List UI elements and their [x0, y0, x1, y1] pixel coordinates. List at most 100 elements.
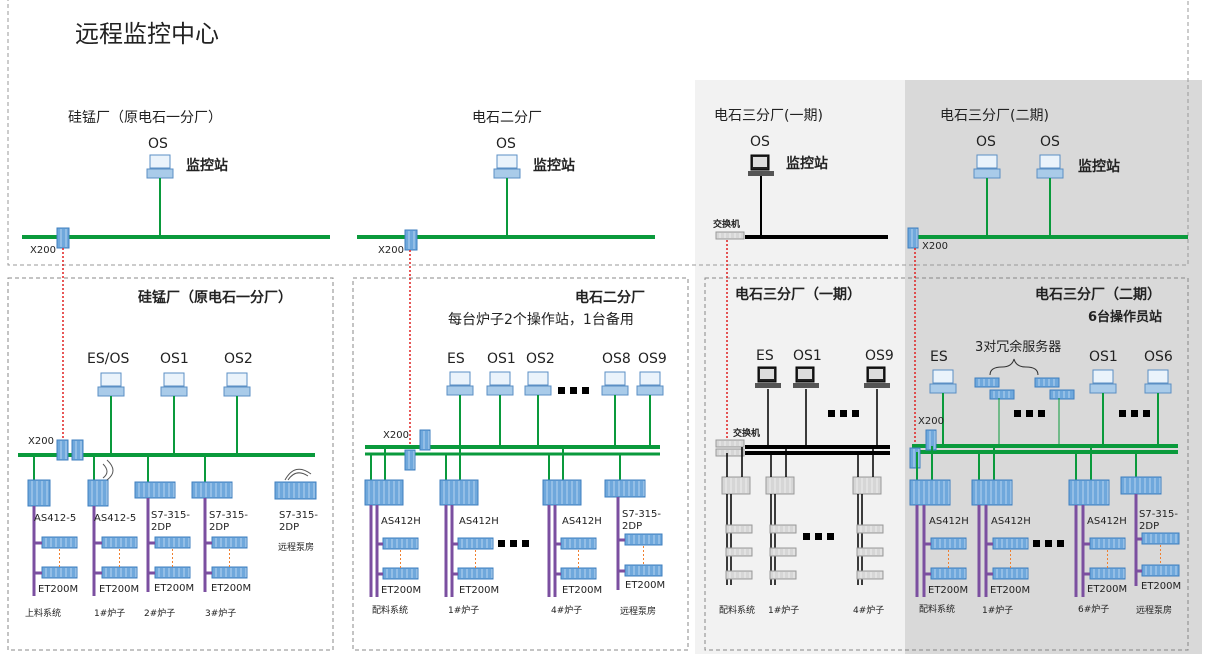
remote-label: 远程泵房	[278, 541, 314, 553]
et200m-module	[154, 536, 191, 549]
station-label: OS9	[865, 348, 894, 364]
io-module-gray	[725, 570, 753, 580]
area-label: 远程泵房	[620, 605, 656, 617]
server	[1034, 377, 1060, 388]
ellipsis-dot	[1131, 410, 1138, 417]
io-label: ET200M	[562, 585, 602, 596]
io-label: ET200M	[928, 585, 968, 596]
remote-controller	[274, 481, 317, 500]
keyboard	[748, 171, 774, 176]
ellipsis-dot	[828, 410, 835, 417]
workstation-base	[973, 168, 1001, 179]
controller-label: 2DP	[151, 522, 171, 533]
workstation-icon	[1147, 369, 1169, 384]
workstation-icon	[976, 154, 998, 169]
station-label: 监控站	[533, 157, 575, 174]
workstation-base	[1089, 383, 1117, 394]
ellipsis-dot	[498, 540, 505, 547]
workstation-icon	[496, 154, 518, 169]
screen	[760, 369, 774, 379]
keyboard	[793, 383, 819, 388]
et200m-module	[930, 567, 967, 580]
workstation-icon	[604, 371, 626, 386]
et200m-module	[560, 537, 597, 550]
area-label: 配料系统	[919, 603, 955, 615]
io-module-gray	[856, 547, 884, 557]
workstation-base	[929, 383, 957, 394]
area-label: 1#炉子	[982, 604, 1013, 616]
io-label: ET200M	[990, 585, 1030, 596]
ellipsis-dot	[803, 533, 810, 540]
ellipsis-dot	[510, 540, 517, 547]
wireless-icon	[284, 468, 312, 481]
workstation-icon	[100, 372, 122, 387]
et200m-module	[382, 567, 419, 580]
top-plant2-name: 电石二分厂	[472, 110, 542, 126]
plant3b-title: 电石三分厂（二期）	[1035, 286, 1161, 303]
station-label: ES	[930, 349, 948, 365]
x200-switch	[419, 429, 431, 451]
workstation-base	[636, 385, 664, 396]
switch-label: X200	[922, 241, 948, 252]
plant2-title: 电石二分厂	[575, 289, 645, 306]
station-label: OS6	[1144, 349, 1173, 365]
plant2-border	[352, 277, 689, 651]
area-label: 1#炉子	[94, 607, 125, 619]
workstation-icon	[226, 372, 248, 387]
io-label: ET200M	[38, 584, 78, 595]
controller-label: AS412H	[459, 516, 499, 527]
top-plant1-name: 硅锰厂（原电石一分厂）	[68, 110, 222, 126]
controller-label: S7-315-	[151, 510, 190, 521]
os-label: OS	[496, 136, 516, 152]
controller-label: 2DP	[622, 521, 642, 532]
screen	[798, 369, 812, 379]
switch-label: X200	[918, 416, 944, 427]
controller-label: S7-315-	[622, 509, 661, 520]
io-module-gray	[856, 570, 884, 580]
controller-label: 2DP	[279, 522, 299, 533]
station-label: OS8	[602, 351, 631, 367]
ellipsis-dot	[1026, 410, 1033, 417]
server	[974, 377, 1000, 388]
ellipsis-dot	[1143, 410, 1150, 417]
module	[604, 479, 646, 498]
workstation-base	[1144, 383, 1172, 394]
io-label: ET200M	[1141, 581, 1181, 592]
area-label: 配料系统	[372, 604, 408, 616]
page-title: 远程监控中心	[75, 20, 219, 48]
ellipsis-dot	[1014, 410, 1021, 417]
et200m-module	[101, 566, 138, 579]
plant3b-subtitle: 6台操作员站	[1088, 309, 1162, 325]
controller-label: AS412-5	[34, 513, 76, 524]
station-label: ES/OS	[87, 351, 129, 367]
workstation-icon	[1039, 154, 1061, 169]
controller-label: 2DP	[1139, 521, 1159, 532]
station-label: OS1	[793, 348, 822, 364]
workstation-base	[524, 385, 552, 396]
et200m-module	[457, 537, 494, 550]
switch-label: X200	[28, 436, 54, 447]
controller-label: S7-315-	[279, 510, 318, 521]
workstation-base	[1036, 168, 1064, 179]
station-label: OS1	[487, 351, 516, 367]
os-label: OS	[1040, 134, 1060, 150]
server	[1049, 389, 1075, 400]
module	[909, 479, 951, 506]
ellipsis-dot	[1057, 540, 1064, 547]
io-module-gray	[725, 524, 753, 534]
area-label: 4#炉子	[551, 604, 582, 616]
controller-label: AS412-5	[94, 513, 136, 524]
io-module-gray	[769, 547, 797, 557]
workstation-base	[446, 385, 474, 396]
et200m-module	[1089, 567, 1126, 580]
workstation-icon	[639, 371, 661, 386]
workstation-icon	[932, 369, 954, 384]
station-label: OS1	[1089, 349, 1118, 365]
module	[134, 481, 176, 499]
io-module-gray	[769, 570, 797, 580]
brace	[989, 358, 1039, 376]
workstation-base	[486, 385, 514, 396]
ellipsis-dot	[1038, 410, 1045, 417]
ellipsis-dot	[582, 387, 589, 394]
